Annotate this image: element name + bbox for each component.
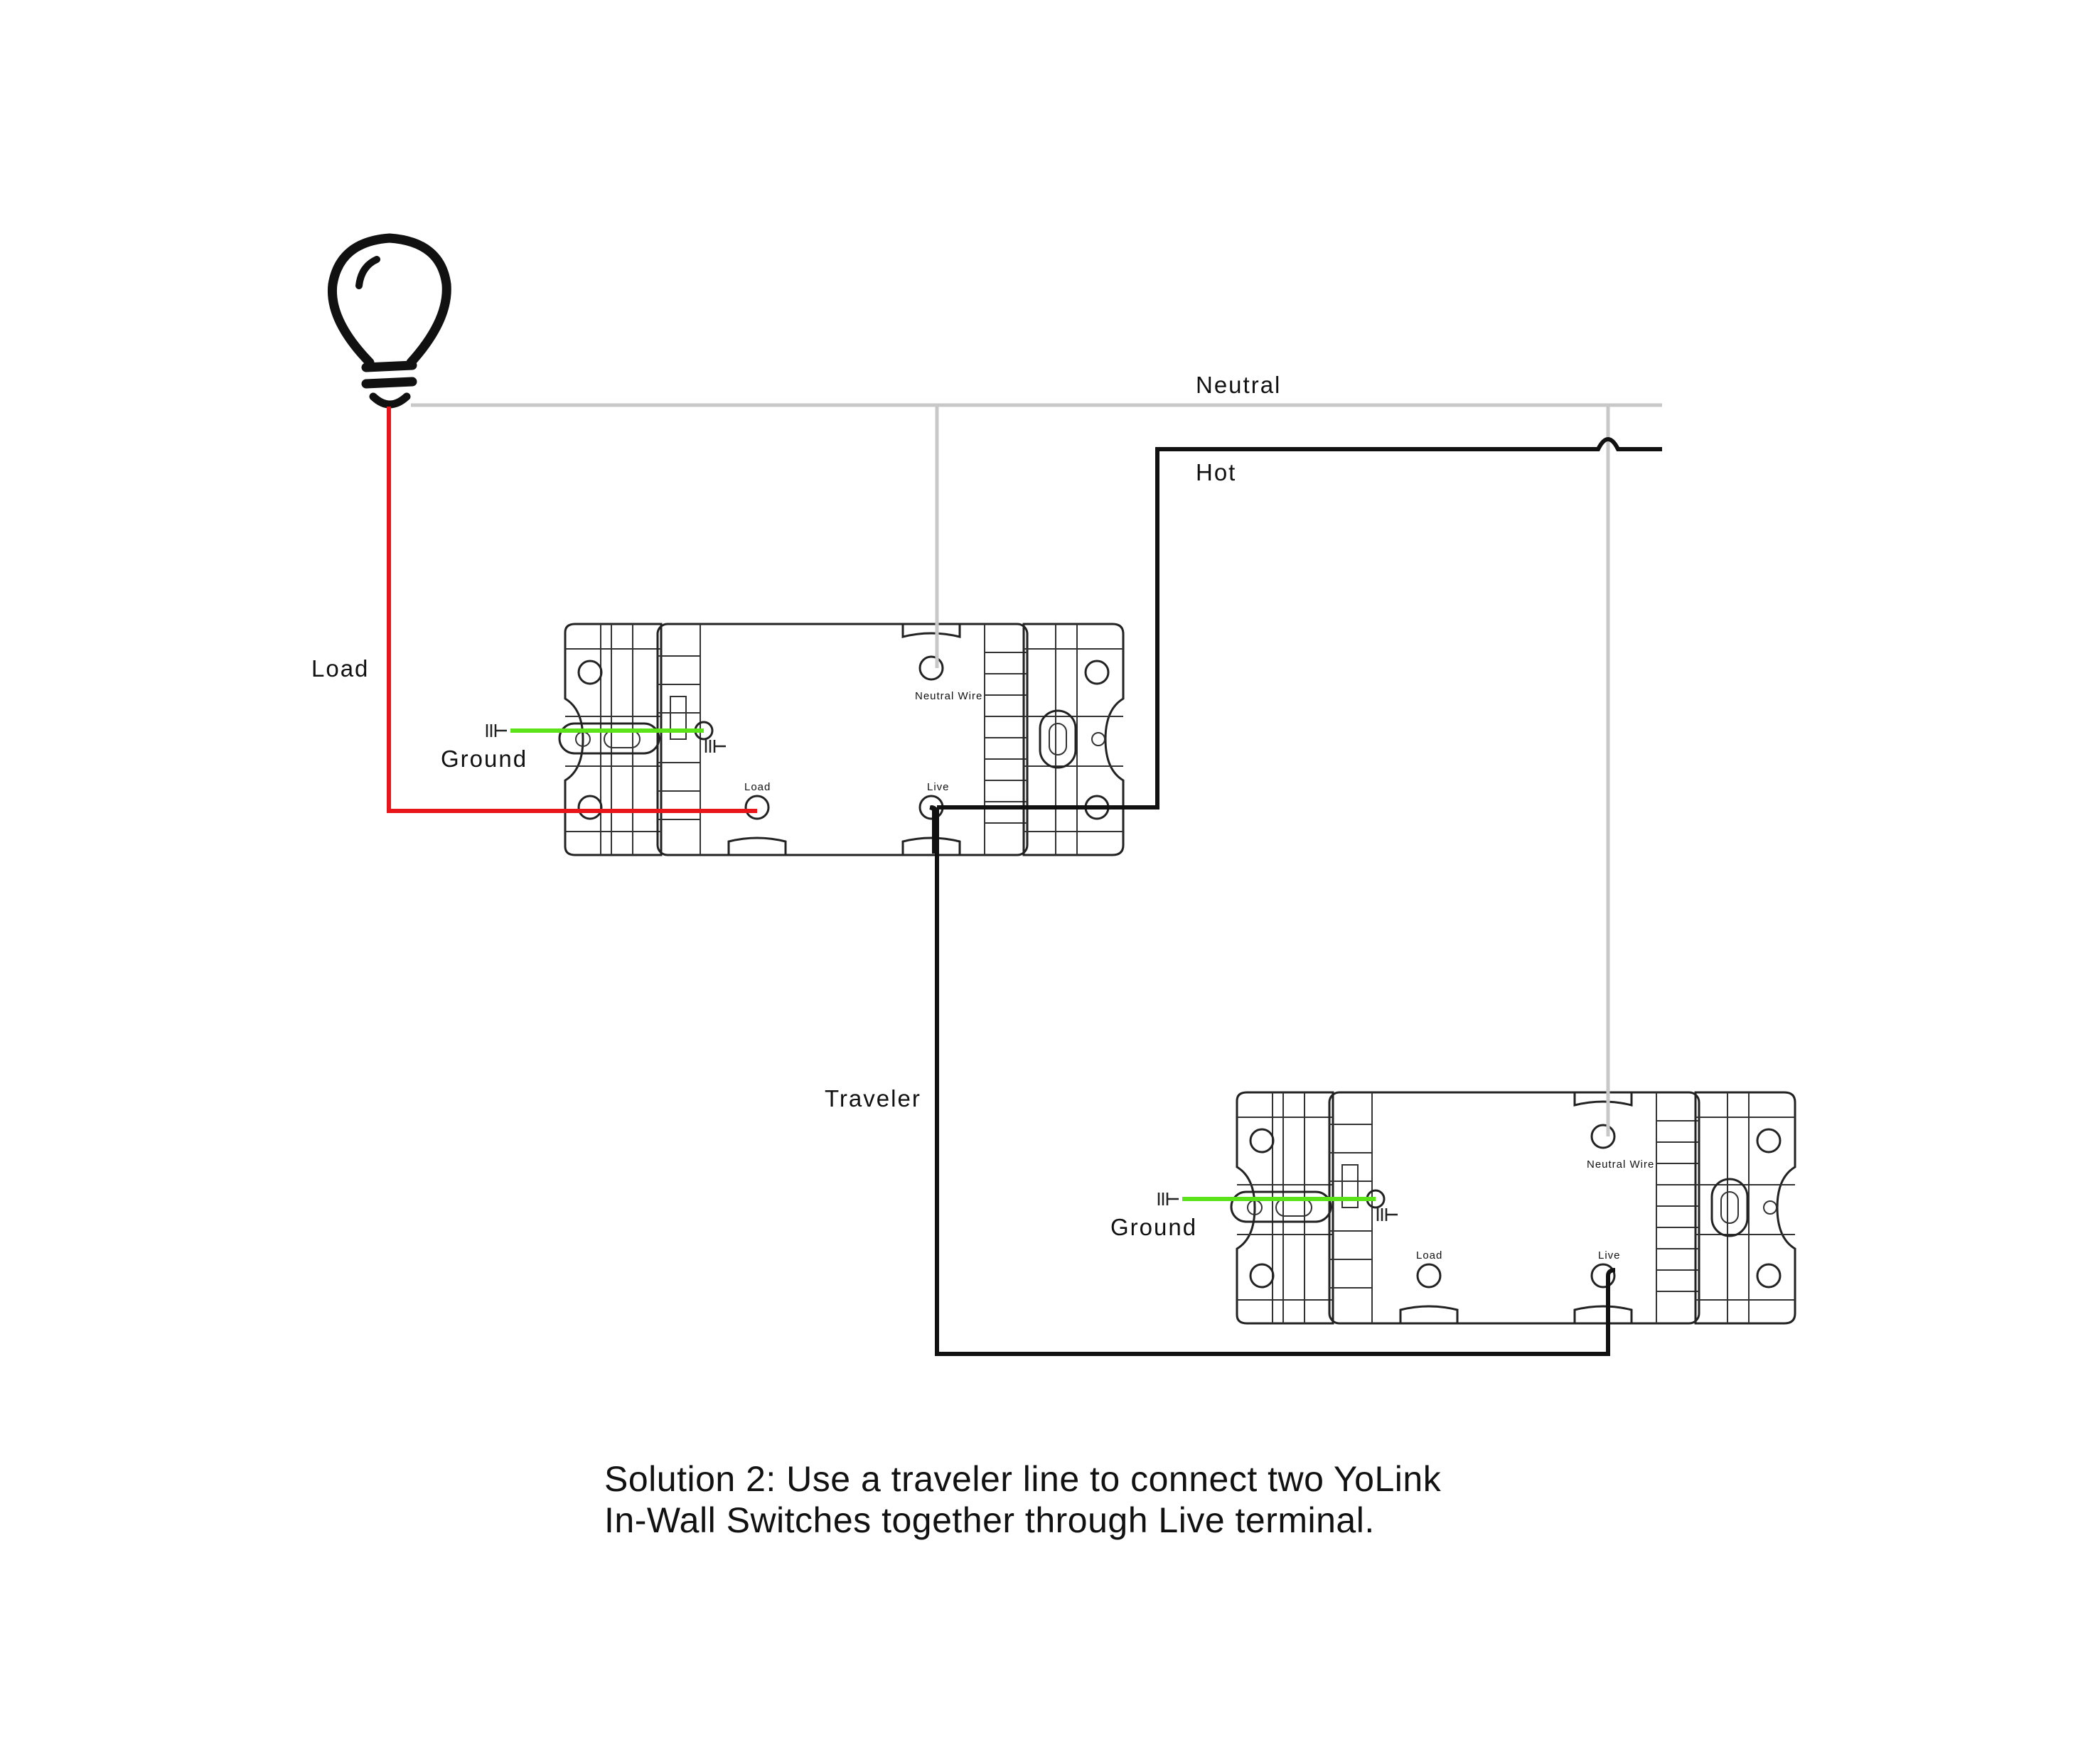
load-wire [387,407,757,813]
switch-1-load-terminal-label: Load [744,781,771,793]
in-wall-switch-2 [1231,1092,1795,1323]
ground-symbol-icon [1157,1191,1180,1207]
diagram-caption: Solution 2: Use a traveler line to conne… [604,1458,1441,1541]
traveler-wire-run [929,805,1616,1356]
caption-line-2: In-Wall Switches together through Live t… [604,1500,1375,1540]
traveler-label: Traveler [825,1085,921,1112]
caption-line-1: Solution 2: Use a traveler line to conne… [604,1459,1442,1499]
in-wall-switch-1 [559,624,1123,855]
ground-symbol-icon [486,723,508,738]
ground-label-switch-2: Ground [1110,1214,1197,1240]
switch-2-live-terminal-label: Live [1598,1249,1621,1262]
neutral-label: Neutral [1196,372,1281,398]
light-bulb-icon [327,233,451,409]
hot-label: Hot [1196,459,1236,485]
switch-1-neutral-terminal-label: Neutral Wire [915,690,982,702]
switch-2-neutral-terminal-label: Neutral Wire [1587,1158,1654,1171]
switch-1-live-terminal-label: Live [927,781,950,793]
ground-label-switch-1: Ground [441,746,527,772]
switch-2-load-terminal-label: Load [1416,1249,1442,1262]
hot-wire [937,437,1662,810]
load-label: Load [311,655,369,682]
